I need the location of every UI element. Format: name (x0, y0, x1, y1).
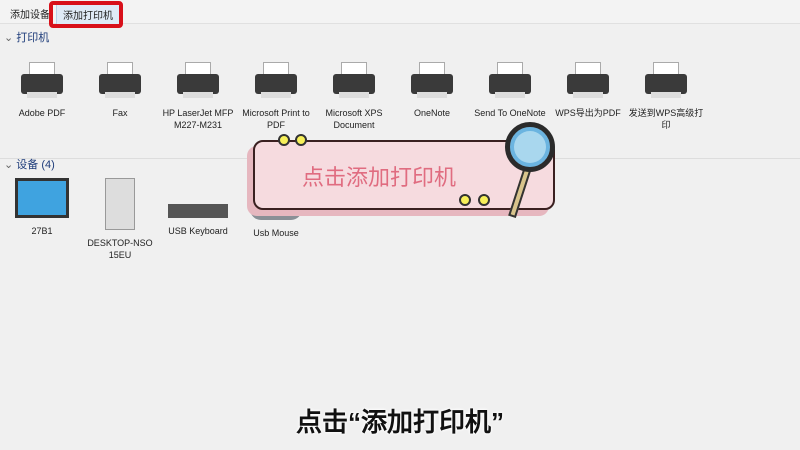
keyboard-icon (168, 204, 228, 218)
printer-icon (17, 58, 67, 102)
printer-label: Adobe PDF (18, 108, 66, 118)
group-devices[interactable]: 设备 (4) (4, 156, 55, 172)
add-device-button[interactable]: 添加设备 (10, 10, 50, 21)
dot-decoration (459, 194, 471, 206)
printer-icon (95, 58, 145, 102)
device-item[interactable]: USB Keyboard (159, 178, 237, 238)
printer-item[interactable]: Fax (81, 58, 159, 120)
printer-icon (641, 58, 691, 102)
printer-icon (407, 58, 457, 102)
printer-item[interactable]: Microsoft XPS Document (315, 58, 393, 131)
subtitle-caption: 点击“添加打印机” (295, 407, 504, 437)
printer-label: 发送到WPS高级打印 (628, 108, 704, 130)
printer-item[interactable]: Adobe PDF (3, 58, 81, 120)
printer-label: Microsoft Print to PDF (242, 108, 310, 130)
printer-item[interactable]: OneNote (393, 58, 471, 120)
device-item[interactable]: DESKTOP-NSO 15EU (81, 178, 159, 261)
printer-item[interactable]: 发送到WPS高级打印 (627, 58, 705, 131)
magnifier-icon (505, 122, 555, 172)
highlight-box (49, 1, 123, 28)
printer-label: OneNote (413, 108, 451, 118)
printer-label: Microsoft XPS Document (325, 108, 383, 130)
printer-icon (485, 58, 535, 102)
printer-label: HP LaserJet MFP M227-M231 (162, 108, 234, 130)
toolbar: 添加设备 添加打印机 (0, 0, 800, 25)
device-label: Usb Mouse (253, 228, 299, 238)
device-label: DESKTOP-NSO 15EU (87, 238, 153, 260)
device-label: USB Keyboard (168, 226, 228, 236)
group-printers[interactable]: 打印机 (4, 29, 49, 45)
printer-label: WPS导出为PDF (555, 108, 621, 118)
device-item[interactable]: 27B1 (3, 178, 81, 238)
monitor-icon (15, 178, 69, 218)
computer-tower-icon (105, 178, 135, 230)
printer-icon (251, 58, 301, 102)
banner-text: 点击添加打印机 (301, 165, 456, 190)
dot-decoration (295, 134, 307, 146)
printer-item[interactable]: Microsoft Print to PDF (237, 58, 315, 131)
banner: 点击添加打印机 (253, 140, 555, 210)
dot-decoration (278, 134, 290, 146)
printer-label: Fax (112, 108, 128, 118)
printer-icon (173, 58, 223, 102)
dot-decoration (478, 194, 490, 206)
device-label: 27B1 (31, 226, 53, 236)
printer-label: Send To OneNote (474, 108, 546, 118)
printer-item[interactable]: Send To OneNote (471, 58, 549, 120)
printer-item[interactable]: HP LaserJet MFP M227-M231 (159, 58, 237, 131)
printer-icon (329, 58, 379, 102)
printer-icon (563, 58, 613, 102)
printer-item[interactable]: WPS导出为PDF (549, 58, 627, 120)
